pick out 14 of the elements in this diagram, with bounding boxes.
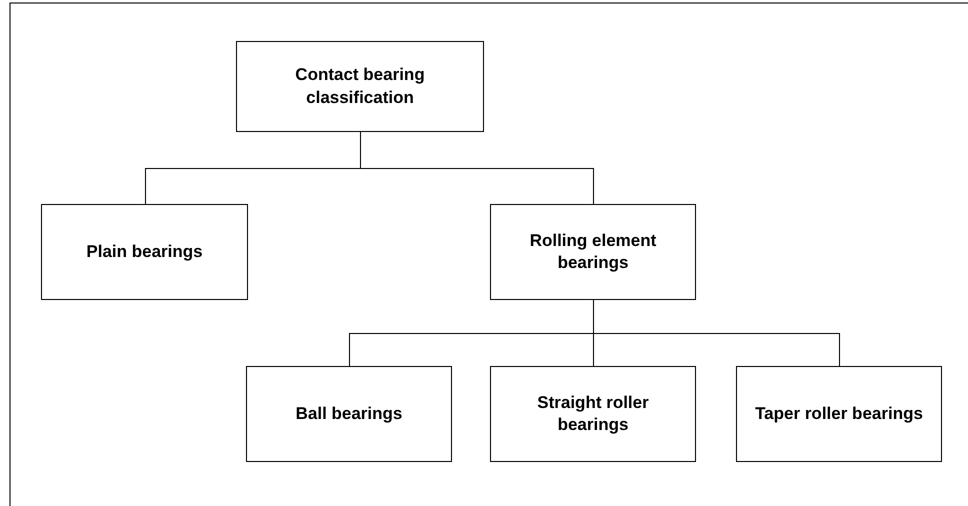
box-label: Taper roller bearings <box>755 402 923 425</box>
box-label: Ball bearings <box>296 402 402 425</box>
category-box <box>490 204 696 300</box>
category-box <box>236 41 484 132</box>
category-box <box>736 366 942 462</box>
box-label: Contact bearing classification <box>294 64 426 108</box>
box-label: Plain bearings <box>86 240 203 263</box>
category-box <box>41 204 248 300</box>
category-box <box>490 366 696 462</box>
category-box <box>246 366 452 462</box>
box-label: Rolling element bearings <box>528 230 658 274</box>
box-label: Straight roller bearings <box>536 392 650 436</box>
connector-line <box>360 132 594 204</box>
connector-line <box>593 300 840 366</box>
